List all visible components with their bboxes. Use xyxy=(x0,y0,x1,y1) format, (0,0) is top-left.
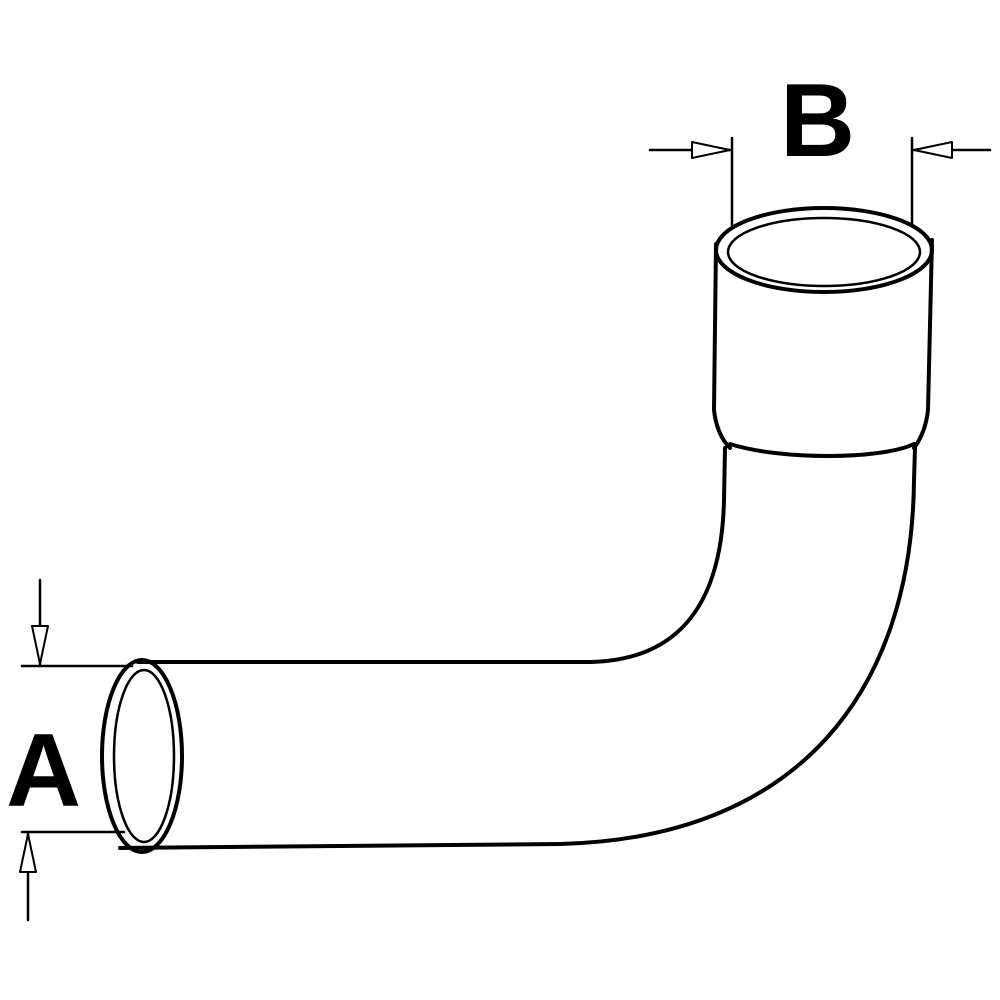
dimension-b: B xyxy=(648,63,992,228)
dimension-b-label: B xyxy=(780,63,855,179)
dimension-a: A xyxy=(6,578,134,922)
dim-a-arrow-bottom xyxy=(19,833,37,873)
hose-end-b-inner-rim xyxy=(726,216,922,288)
cuff-left-wall xyxy=(712,242,732,450)
cuff-bottom-seam xyxy=(728,442,916,458)
hose-cuff-b xyxy=(712,206,934,458)
hose-elbow xyxy=(100,446,917,854)
dimension-a-label: A xyxy=(6,713,81,829)
hose-outer-edge xyxy=(136,446,727,664)
cuff-right-wall xyxy=(912,238,934,450)
hose-end-b-opening xyxy=(714,206,934,294)
dim-b-arrow-right xyxy=(913,141,953,159)
dim-b-arrow-left xyxy=(691,141,731,159)
dim-a-arrow-top xyxy=(31,625,49,665)
hose-end-a-inner-rim xyxy=(112,668,176,844)
hose-inner-edge xyxy=(118,446,917,850)
hose-end-a-opening xyxy=(100,658,184,854)
